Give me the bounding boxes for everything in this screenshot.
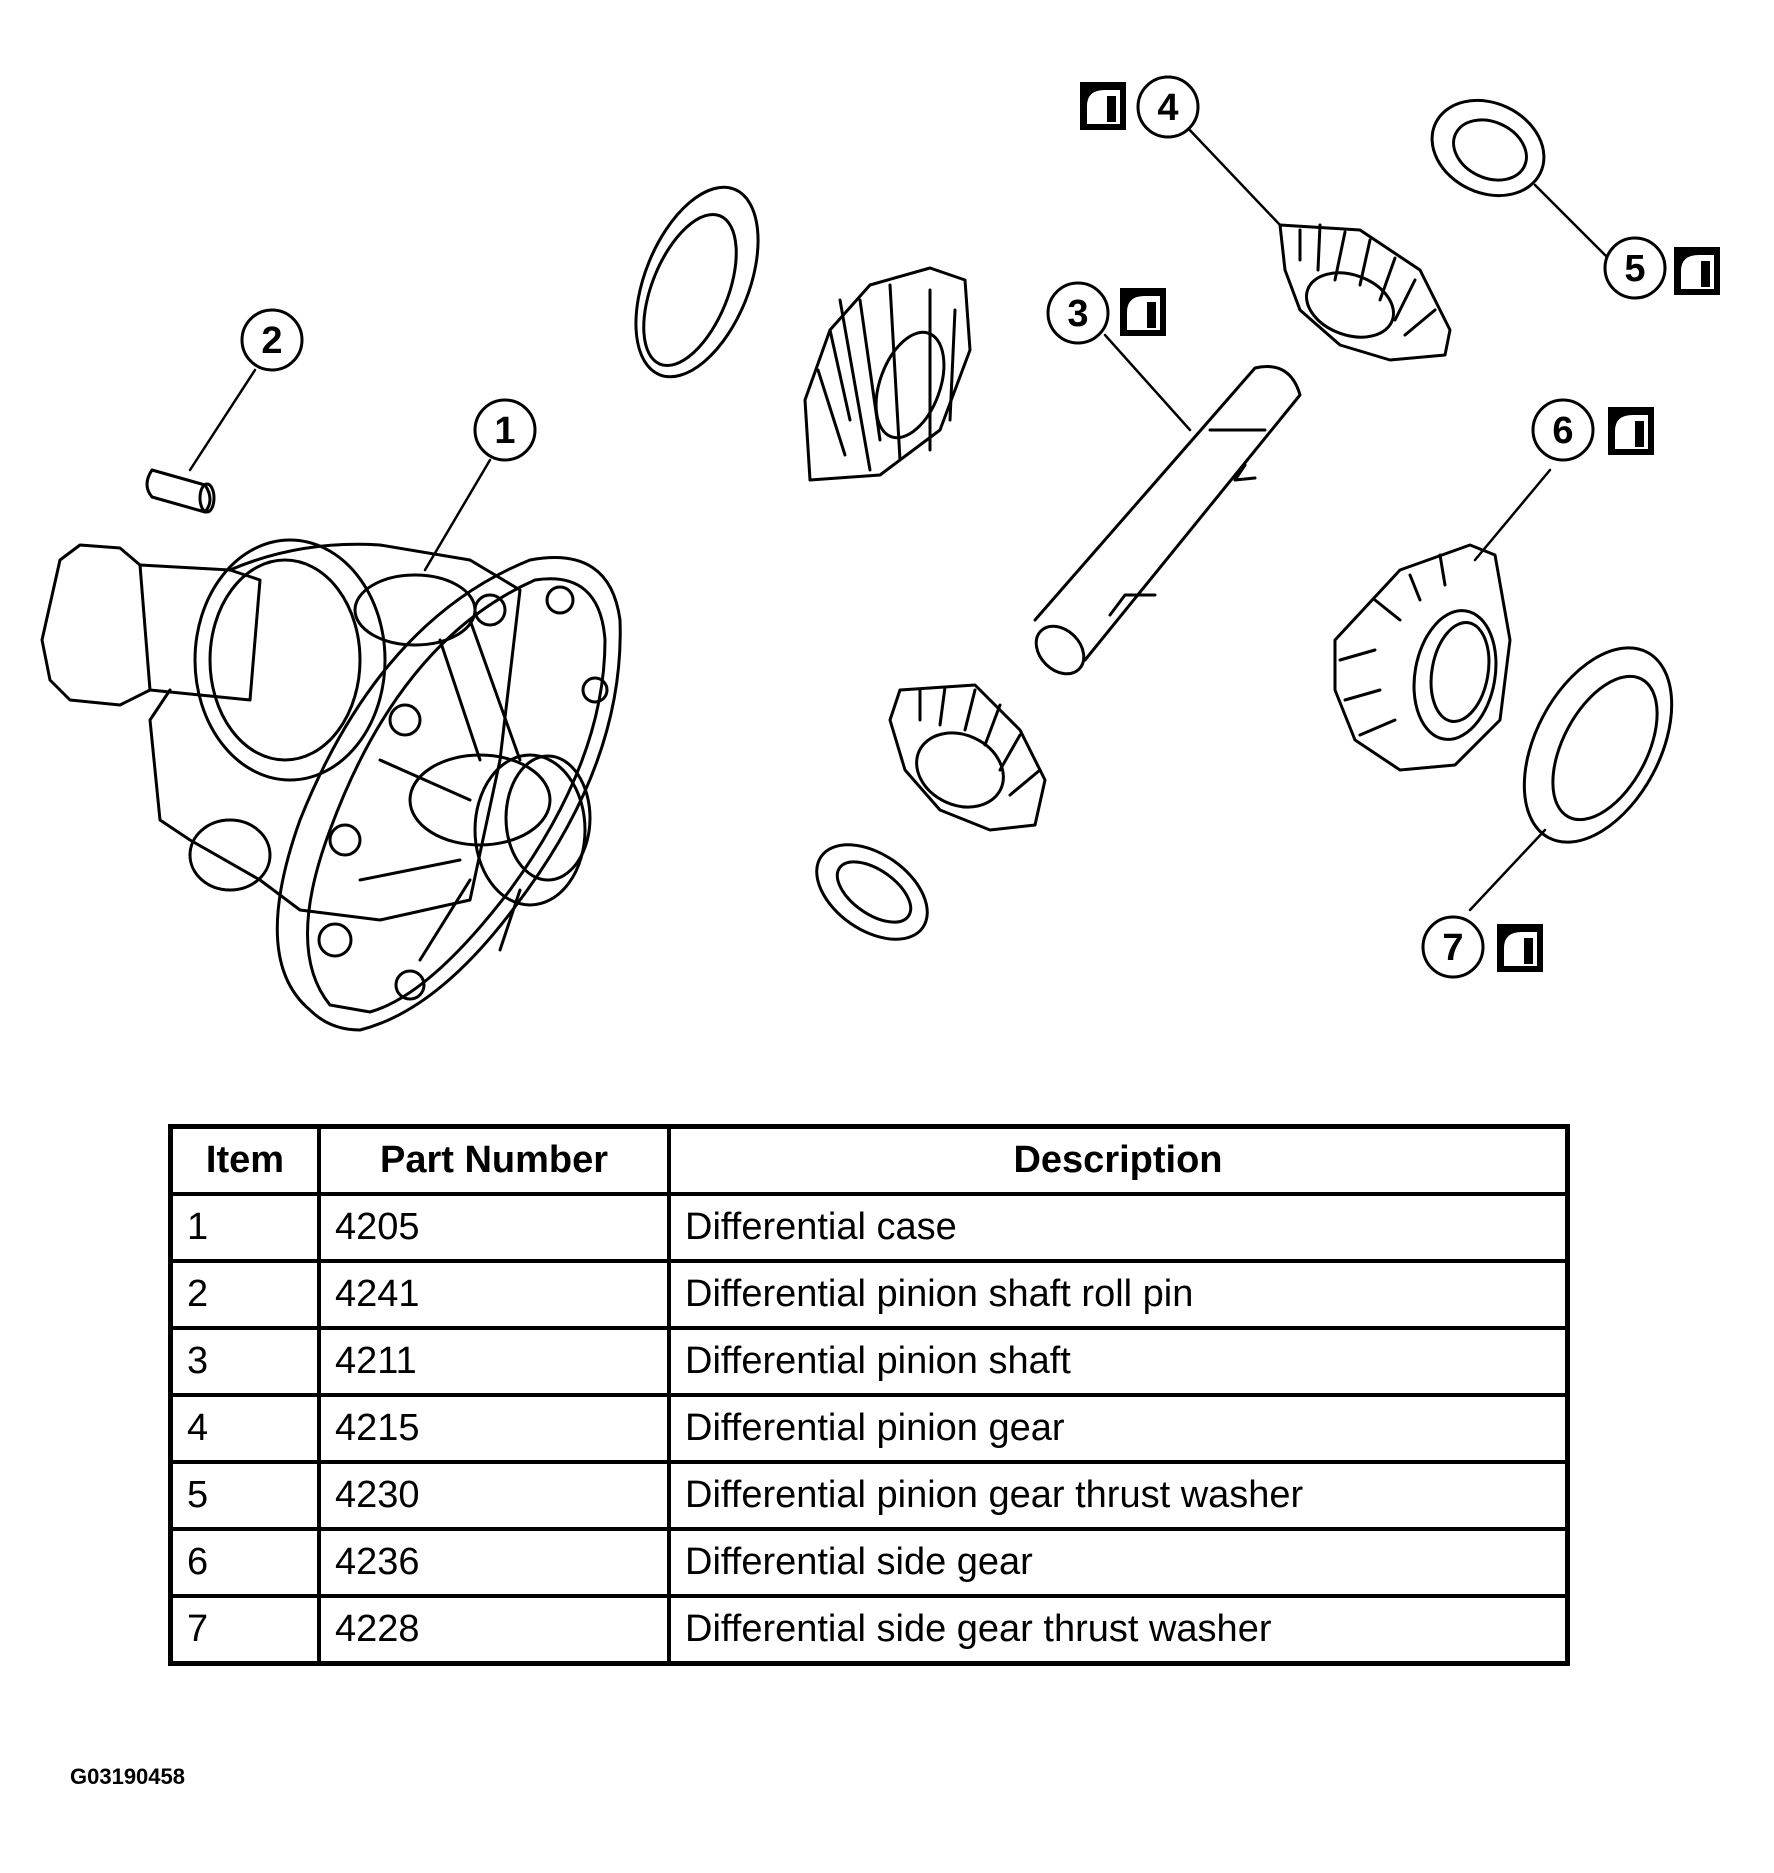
table-row: 3 4211 Differential pinion shaft — [168, 1326, 1570, 1397]
cell-part-number: 4205 — [317, 1192, 671, 1263]
cell-description: Differential pinion shaft — [667, 1326, 1570, 1397]
cell-description: Differential pinion shaft roll pin — [667, 1259, 1570, 1330]
side-gear-drawing — [1333, 543, 1512, 772]
cell-item: 6 — [168, 1527, 321, 1598]
callout-3: 3 — [1046, 281, 1166, 345]
parts-table: Item Part Number Description 1 4205 Diff… — [168, 1124, 1570, 1666]
column-header-item: Item — [168, 1124, 321, 1196]
cell-description: Differential side gear — [667, 1527, 1570, 1598]
pinion-gear-lower-drawing — [888, 683, 1047, 832]
column-header-part-number: Part Number — [317, 1124, 671, 1196]
torque-spec-icon — [1080, 82, 1126, 130]
leader-lines — [188, 123, 1612, 912]
cell-part-number: 4228 — [317, 1594, 671, 1666]
callout-5: 5 — [1603, 236, 1720, 300]
torque-spec-icon — [1497, 924, 1543, 972]
callout-4: 4 — [1080, 75, 1200, 139]
torque-spec-icon — [1674, 247, 1720, 295]
cell-item: 4 — [168, 1393, 321, 1464]
cell-part-number: 4241 — [317, 1259, 671, 1330]
cell-item: 3 — [168, 1326, 321, 1397]
exploded-parts-diagram: 1 2 3 4 5 6 — [40, 75, 1720, 1032]
upper-side-gear-drawing — [803, 266, 972, 482]
cell-item: 2 — [168, 1259, 321, 1330]
figure-id: G03190458 — [70, 1764, 185, 1789]
callout-2: 2 — [240, 308, 304, 372]
table-row: 4 4215 Differential pinion gear — [168, 1393, 1570, 1464]
pinion-gear-upper-drawing — [1278, 223, 1452, 362]
torque-spec-icon — [1120, 288, 1166, 336]
callout-label: 6 — [1552, 410, 1573, 452]
cell-description: Differential pinion gear thrust washer — [667, 1460, 1570, 1531]
cell-part-number: 4236 — [317, 1527, 671, 1598]
cell-item: 5 — [168, 1460, 321, 1531]
cell-description: Differential side gear thrust washer — [667, 1594, 1570, 1666]
pinion-shaft-drawing — [1033, 365, 1302, 676]
table-row: 7 4228 Differential side gear thrust was… — [168, 1594, 1570, 1666]
torque-spec-icon — [1608, 407, 1654, 455]
callout-7: 7 — [1421, 915, 1543, 979]
callout-label: 2 — [261, 320, 282, 362]
cell-description: Differential case — [667, 1192, 1570, 1263]
callout-label: 5 — [1624, 248, 1645, 290]
pinion-thrust-washer-lower-drawing — [815, 843, 929, 941]
callout-6: 6 — [1531, 398, 1654, 462]
table-header-row: Item Part Number Description — [168, 1124, 1570, 1196]
callout-label: 1 — [494, 410, 515, 452]
cell-part-number: 4230 — [317, 1460, 671, 1531]
table-row: 6 4236 Differential side gear — [168, 1527, 1570, 1598]
cell-part-number: 4215 — [317, 1393, 671, 1464]
table-row: 2 4241 Differential pinion shaft roll pi… — [168, 1259, 1570, 1330]
cell-item: 1 — [168, 1192, 321, 1263]
upper-thrust-washer-drawing — [634, 185, 760, 379]
callout-1: 1 — [473, 398, 537, 462]
roll-pin-drawing — [145, 468, 216, 514]
differential-case-drawing — [40, 538, 622, 1032]
cell-part-number: 4211 — [317, 1326, 671, 1397]
table-row: 1 4205 Differential case — [168, 1192, 1570, 1263]
column-header-description: Description — [667, 1124, 1570, 1196]
callout-label: 7 — [1442, 927, 1463, 969]
callout-label: 3 — [1067, 293, 1088, 335]
cell-description: Differential pinion gear — [667, 1393, 1570, 1464]
cell-item: 7 — [168, 1594, 321, 1666]
table-row: 5 4230 Differential pinion gear thrust w… — [168, 1460, 1570, 1531]
side-gear-thrust-washer-drawing — [1522, 646, 1674, 844]
callout-label: 4 — [1157, 87, 1178, 129]
pinion-thrust-washer-upper-drawing — [1430, 98, 1546, 198]
